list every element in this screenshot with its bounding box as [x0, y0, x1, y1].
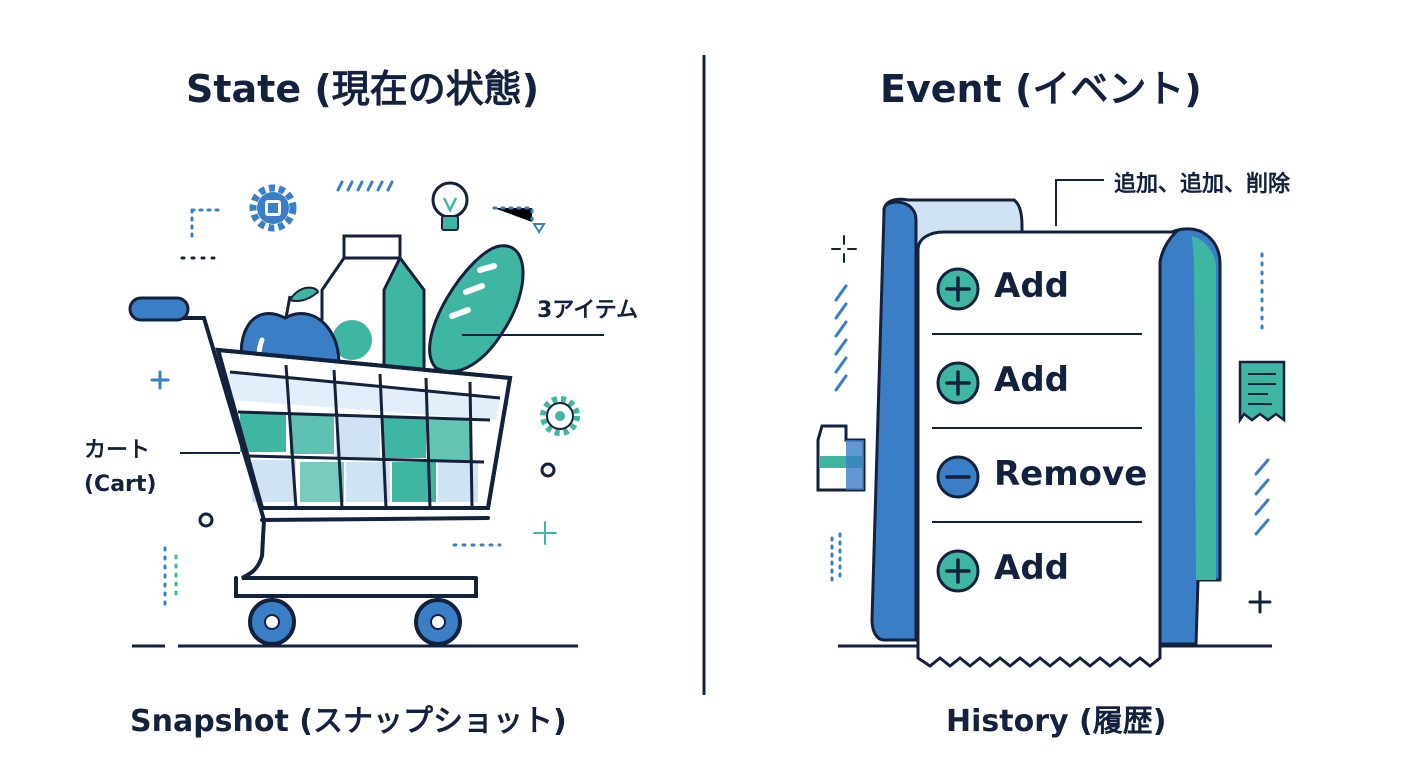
- baguette: [428, 244, 525, 374]
- lightbulb-icon: [431, 181, 469, 231]
- cart-label-line1: カート: [84, 438, 151, 463]
- snapshot-caption: Snapshot (スナップショット): [130, 704, 567, 739]
- event-row-label: Add: [994, 548, 1069, 588]
- receipt-icon: [1238, 360, 1286, 425]
- cart-wheel: [248, 598, 296, 646]
- plus-circle-icon: [936, 361, 980, 405]
- cart-frame: [180, 316, 490, 598]
- cart-illustration: [128, 180, 604, 648]
- cart-wheel: [414, 598, 462, 646]
- decorative-dots: [150, 180, 557, 610]
- gear-icon: [540, 396, 580, 436]
- event-row-label: Add: [994, 360, 1069, 400]
- plus-circle-icon: [936, 267, 980, 311]
- event-title: Event (イベント): [880, 67, 1202, 111]
- history-caption: History (履歴): [946, 704, 1167, 739]
- event-row-label: Add: [994, 266, 1069, 306]
- cart-basket: [215, 347, 513, 510]
- event-row-label: Remove: [994, 454, 1148, 494]
- cart-label-line2: (Cart): [84, 472, 157, 497]
- decorative-marks: [830, 235, 1272, 614]
- events-summary-label: 追加、追加、削除: [1114, 172, 1291, 197]
- event-log-illustration: [816, 179, 1286, 668]
- items-count-label: 3アイテム: [537, 298, 639, 323]
- gear-icon: [249, 184, 297, 232]
- state-title: State (現在の状態): [186, 67, 540, 111]
- receipt-paper: [916, 230, 1180, 668]
- minus-circle-icon: [936, 455, 980, 499]
- cart-label: カート (Cart): [84, 434, 156, 502]
- milk-carton-icon: [816, 424, 866, 492]
- plus-circle-icon: [936, 549, 980, 593]
- summary-leader-line: [1055, 179, 1104, 226]
- cart-handle: [128, 296, 190, 322]
